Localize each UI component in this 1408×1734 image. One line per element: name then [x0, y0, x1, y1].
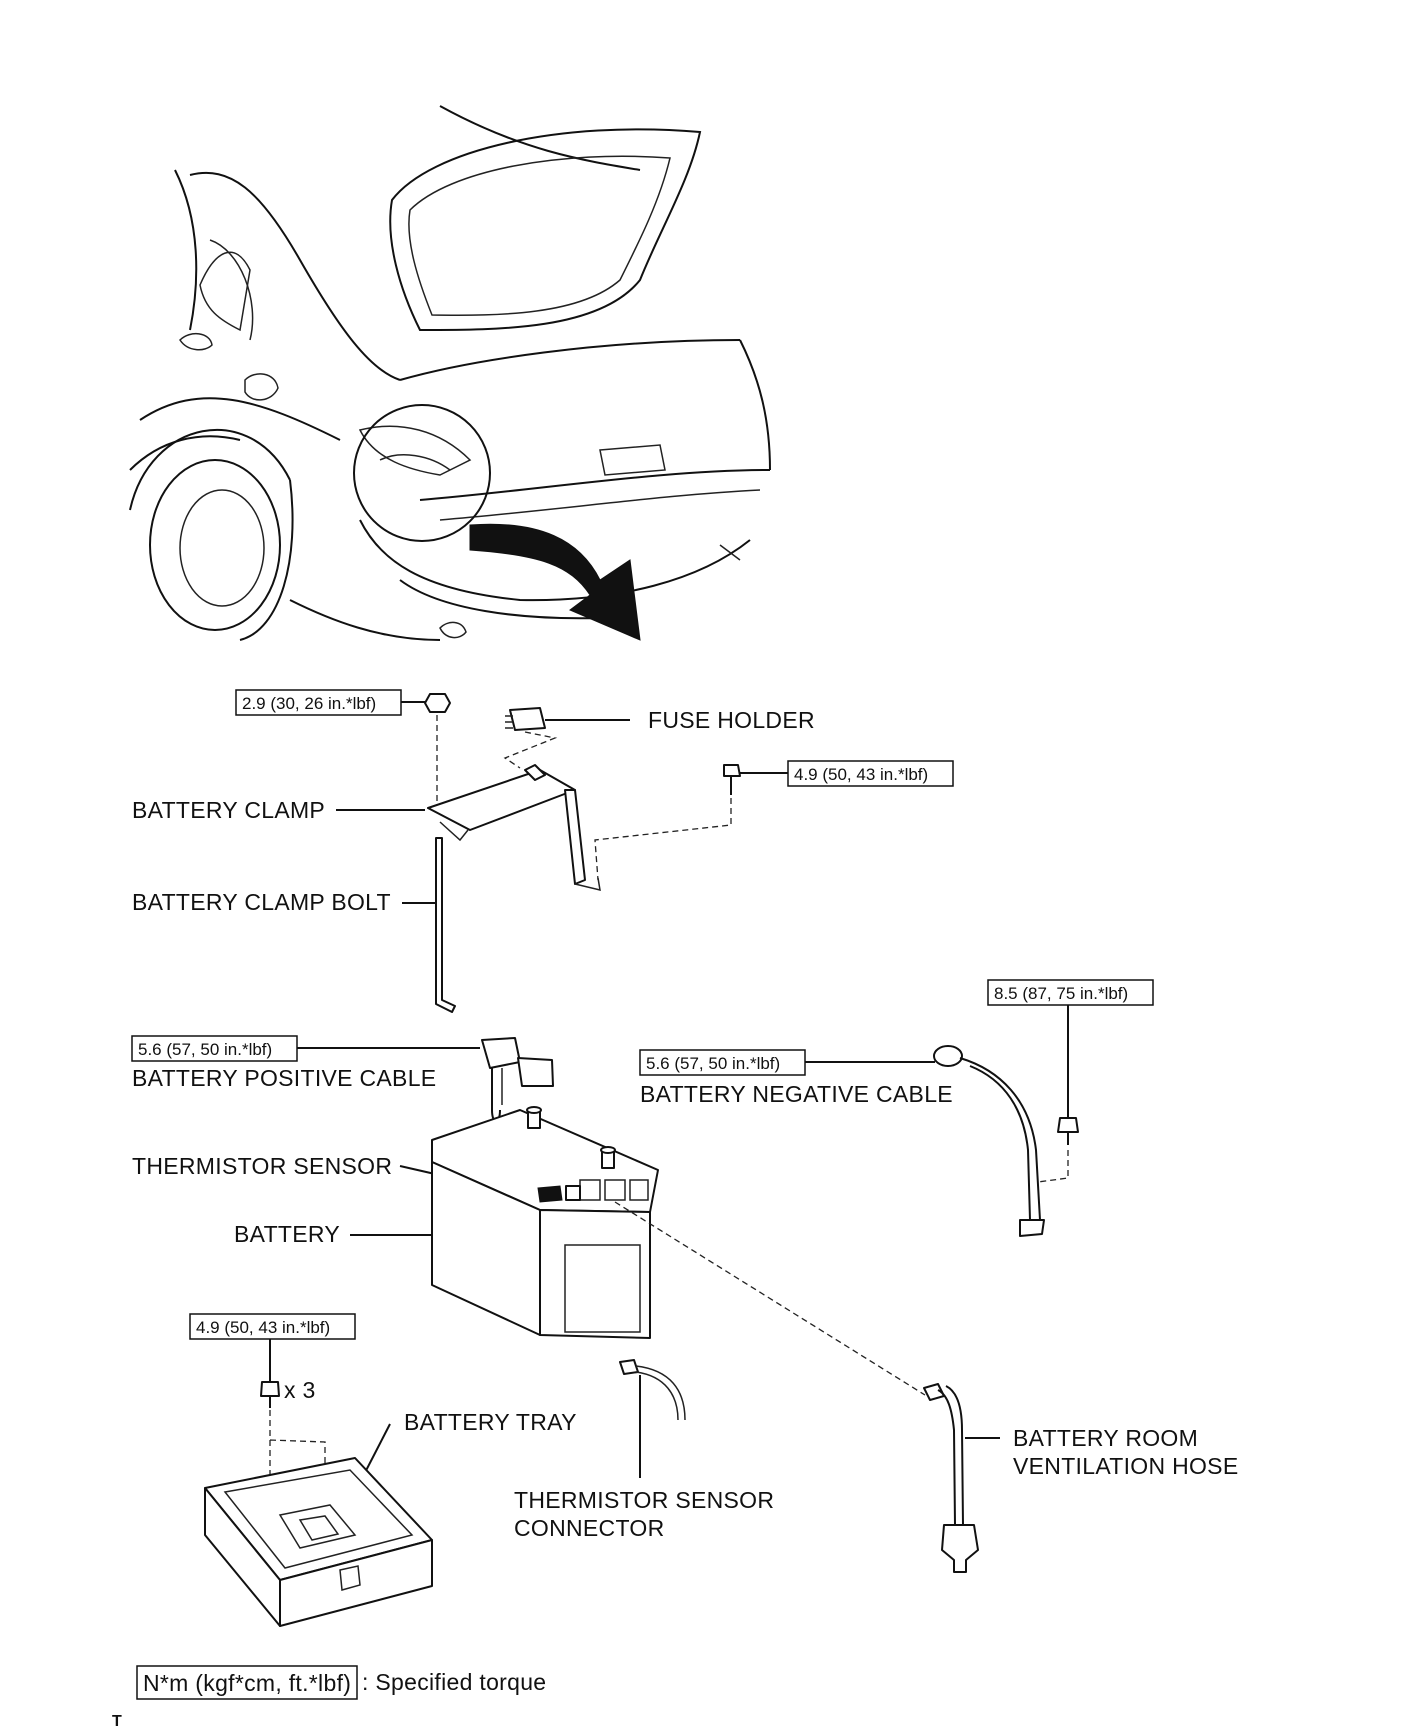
tray-bolt-quantity: x 3: [284, 1377, 316, 1403]
negative-terminal-icon: [933, 1045, 963, 1067]
thermistor-connector-icon: [619, 1359, 639, 1375]
clamp-bracket-icon: [564, 789, 586, 885]
label-battery-positive-cable: BATTERY POSITIVE CABLE: [132, 1065, 436, 1091]
torque-negative-bolt: 8.5 (87, 75 in.*lbf): [987, 979, 1154, 1183]
battery-clamp-group: BATTERY CLAMP: [132, 764, 601, 891]
label-battery-clamp-bolt: BATTERY CLAMP BOLT: [132, 889, 391, 915]
negative-bolt-icon: [1057, 1117, 1079, 1133]
torque-tray-bolt-text: 4.9 (50, 43 in.*lbf): [196, 1318, 330, 1337]
thermistor-connector-group: THERMISTOR SENSOR CONNECTOR: [514, 1359, 774, 1541]
label-battery-clamp: BATTERY CLAMP: [132, 797, 325, 823]
positive-cable-group: 5.6 (57, 50 in.*lbf) BATTERY POSITIVE CA…: [131, 1035, 554, 1123]
vehicle-rear-illustration: [129, 105, 771, 641]
torque-positive-cable-text: 5.6 (57, 50 in.*lbf): [138, 1040, 272, 1059]
label-battery-tray: BATTERY TRAY: [404, 1409, 577, 1435]
torque-clamp-nut-text: 2.9 (30, 26 in.*lbf): [242, 694, 376, 713]
battery-clamp-icon: [427, 769, 576, 831]
label-fuse-holder: FUSE HOLDER: [648, 707, 815, 733]
torque-negative-bolt-text: 8.5 (87, 75 in.*lbf): [994, 984, 1128, 1003]
torque-legend: N*m (kgf*cm, ft.*lbf) : Specified torque: [136, 1665, 546, 1700]
torque-bracket-bolt-text: 4.9 (50, 43 in.*lbf): [794, 765, 928, 784]
label-thermistor-connector-line1: THERMISTOR SENSOR: [514, 1487, 774, 1513]
label-battery: BATTERY: [234, 1221, 340, 1247]
battery-group: THERMISTOR SENSOR BATTERY: [132, 1106, 659, 1339]
label-vent-hose-line1: BATTERY ROOM: [1013, 1425, 1198, 1451]
label-battery-negative-cable: BATTERY NEGATIVE CABLE: [640, 1081, 953, 1107]
clamp-nut-icon: [424, 693, 451, 713]
torque-clamp-nut: 2.9 (30, 26 in.*lbf): [235, 689, 451, 808]
clamp-bolt-icon: [435, 837, 456, 1013]
tray-bolt-icon: [260, 1381, 280, 1397]
legend-description-text: : Specified torque: [362, 1669, 546, 1695]
fuse-holder-group: FUSE HOLDER: [503, 707, 815, 769]
ventilation-hose-group: BATTERY ROOM VENTILATION HOSE: [614, 1201, 1238, 1573]
negative-cable-group: 5.6 (57, 50 in.*lbf) BATTERY NEGATIVE CA…: [639, 1045, 1045, 1237]
label-thermistor-sensor: THERMISTOR SENSOR: [132, 1153, 392, 1179]
legend-unit-text: N*m (kgf*cm, ft.*lbf): [143, 1670, 351, 1696]
torque-bracket-bolt: 4.9 (50, 43 in.*lbf): [594, 760, 954, 881]
label-thermistor-connector-line2: CONNECTOR: [514, 1515, 665, 1541]
torque-negative-cable-text: 5.6 (57, 50 in.*lbf): [646, 1054, 780, 1073]
positive-terminal-icon: [481, 1037, 521, 1069]
corner-mark: T: [112, 1713, 122, 1730]
bracket-bolt-icon: [723, 764, 741, 777]
label-vent-hose-line2: VENTILATION HOSE: [1013, 1453, 1238, 1479]
thermistor-sensor-icon: [537, 1185, 563, 1203]
battery-clamp-bolt-group: BATTERY CLAMP BOLT: [132, 837, 456, 1013]
battery-tray-group: 4.9 (50, 43 in.*lbf) x 3 BATTERY TRAY: [189, 1313, 577, 1627]
fuse-holder-icon: [509, 707, 546, 731]
